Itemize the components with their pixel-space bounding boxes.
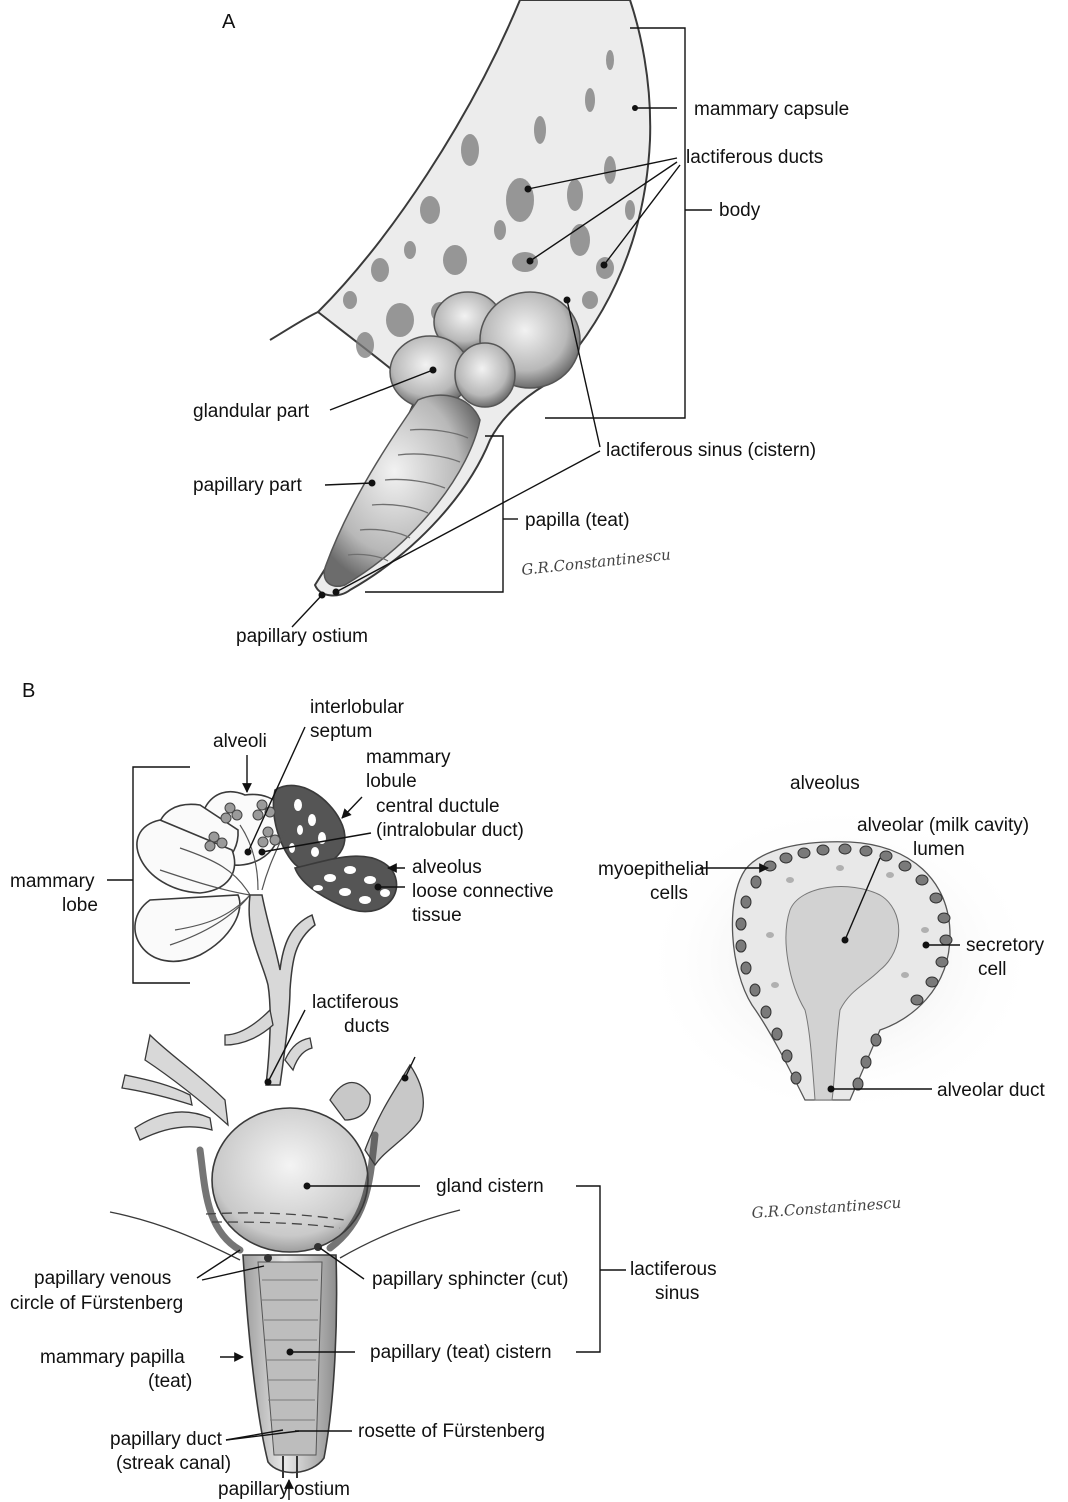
label-glandular-part: glandular part [193,401,310,422]
label-alveolus-b: alveolus [412,857,482,878]
label-teat-cistern: papillary (teat) cistern [370,1342,552,1363]
label-papillary-sphincter: papillary sphincter (cut) [372,1269,568,1290]
label-mammary-lobule-1: mammary [366,747,451,768]
label-lactiferous-ducts-b-1: lactiferous [312,992,399,1013]
label-papillary-duct-2: (streak canal) [116,1453,231,1474]
label-venous-circle-1: papillary venous [34,1268,171,1289]
label-secretory-1: secretory [966,935,1045,956]
label-interlobular-septum-2: septum [310,721,372,742]
label-myoepithelial-1: myoepithelial [598,859,709,880]
label-interlobular-septum-1: interlobular [310,697,405,718]
udder-section-illustration [270,0,650,595]
label-gland-cistern: gland cistern [436,1176,544,1197]
label-loose-connective-2: tissue [412,905,462,926]
label-lactiferous-sinus-b-1: lactiferous [630,1259,717,1280]
label-venous-circle-2: circle of Fürstenberg [10,1293,183,1314]
label-lumen-1: alveolar (milk cavity) [857,815,1029,836]
label-myoepithelial-2: cells [650,883,688,904]
signature-b: G.R.Constantinescu [751,1194,902,1222]
label-central-ductule-2: (intralobular duct) [376,820,524,841]
label-secretory-2: cell [978,959,1007,980]
panel-b-title: B [22,680,35,702]
label-rosette: rosette of Fürstenberg [358,1421,545,1442]
label-body: body [719,200,761,221]
label-papillary-ostium-b: papillary ostium [218,1479,350,1500]
label-loose-connective-1: loose connective [412,881,554,902]
label-lactiferous-sinus-a: lactiferous sinus (cistern) [606,440,816,461]
label-papillary-ostium-a: papillary ostium [236,626,368,647]
label-mammary-lobule-2: lobule [366,771,417,792]
label-lactiferous-ducts-b-2: ducts [344,1016,389,1037]
label-mammary-papilla-2: (teat) [148,1371,192,1392]
panel-a-title: A [222,11,236,33]
alveolus-detail-title: alveolus [790,773,860,794]
label-mammary-lobe-2: lobe [62,895,98,916]
label-alveolar-duct: alveolar duct [937,1080,1045,1101]
label-lactiferous-sinus-b-2: sinus [655,1283,699,1304]
label-papillary-part: papillary part [193,475,302,496]
label-mammary-lobe-1: mammary [10,871,95,892]
label-lactiferous-ducts-a: lactiferous ducts [686,147,823,168]
label-mammary-papilla-1: mammary papilla [40,1347,185,1368]
label-lumen-2: lumen [913,839,965,860]
label-papillary-duct-1: papillary duct [110,1429,223,1450]
label-alveoli: alveoli [213,731,267,752]
signature-a: G.R.Constantinescu [521,545,672,579]
label-papilla-teat: papilla (teat) [525,510,630,531]
label-central-ductule-1: central ductule [376,796,500,817]
label-mammary-capsule: mammary capsule [694,99,849,120]
